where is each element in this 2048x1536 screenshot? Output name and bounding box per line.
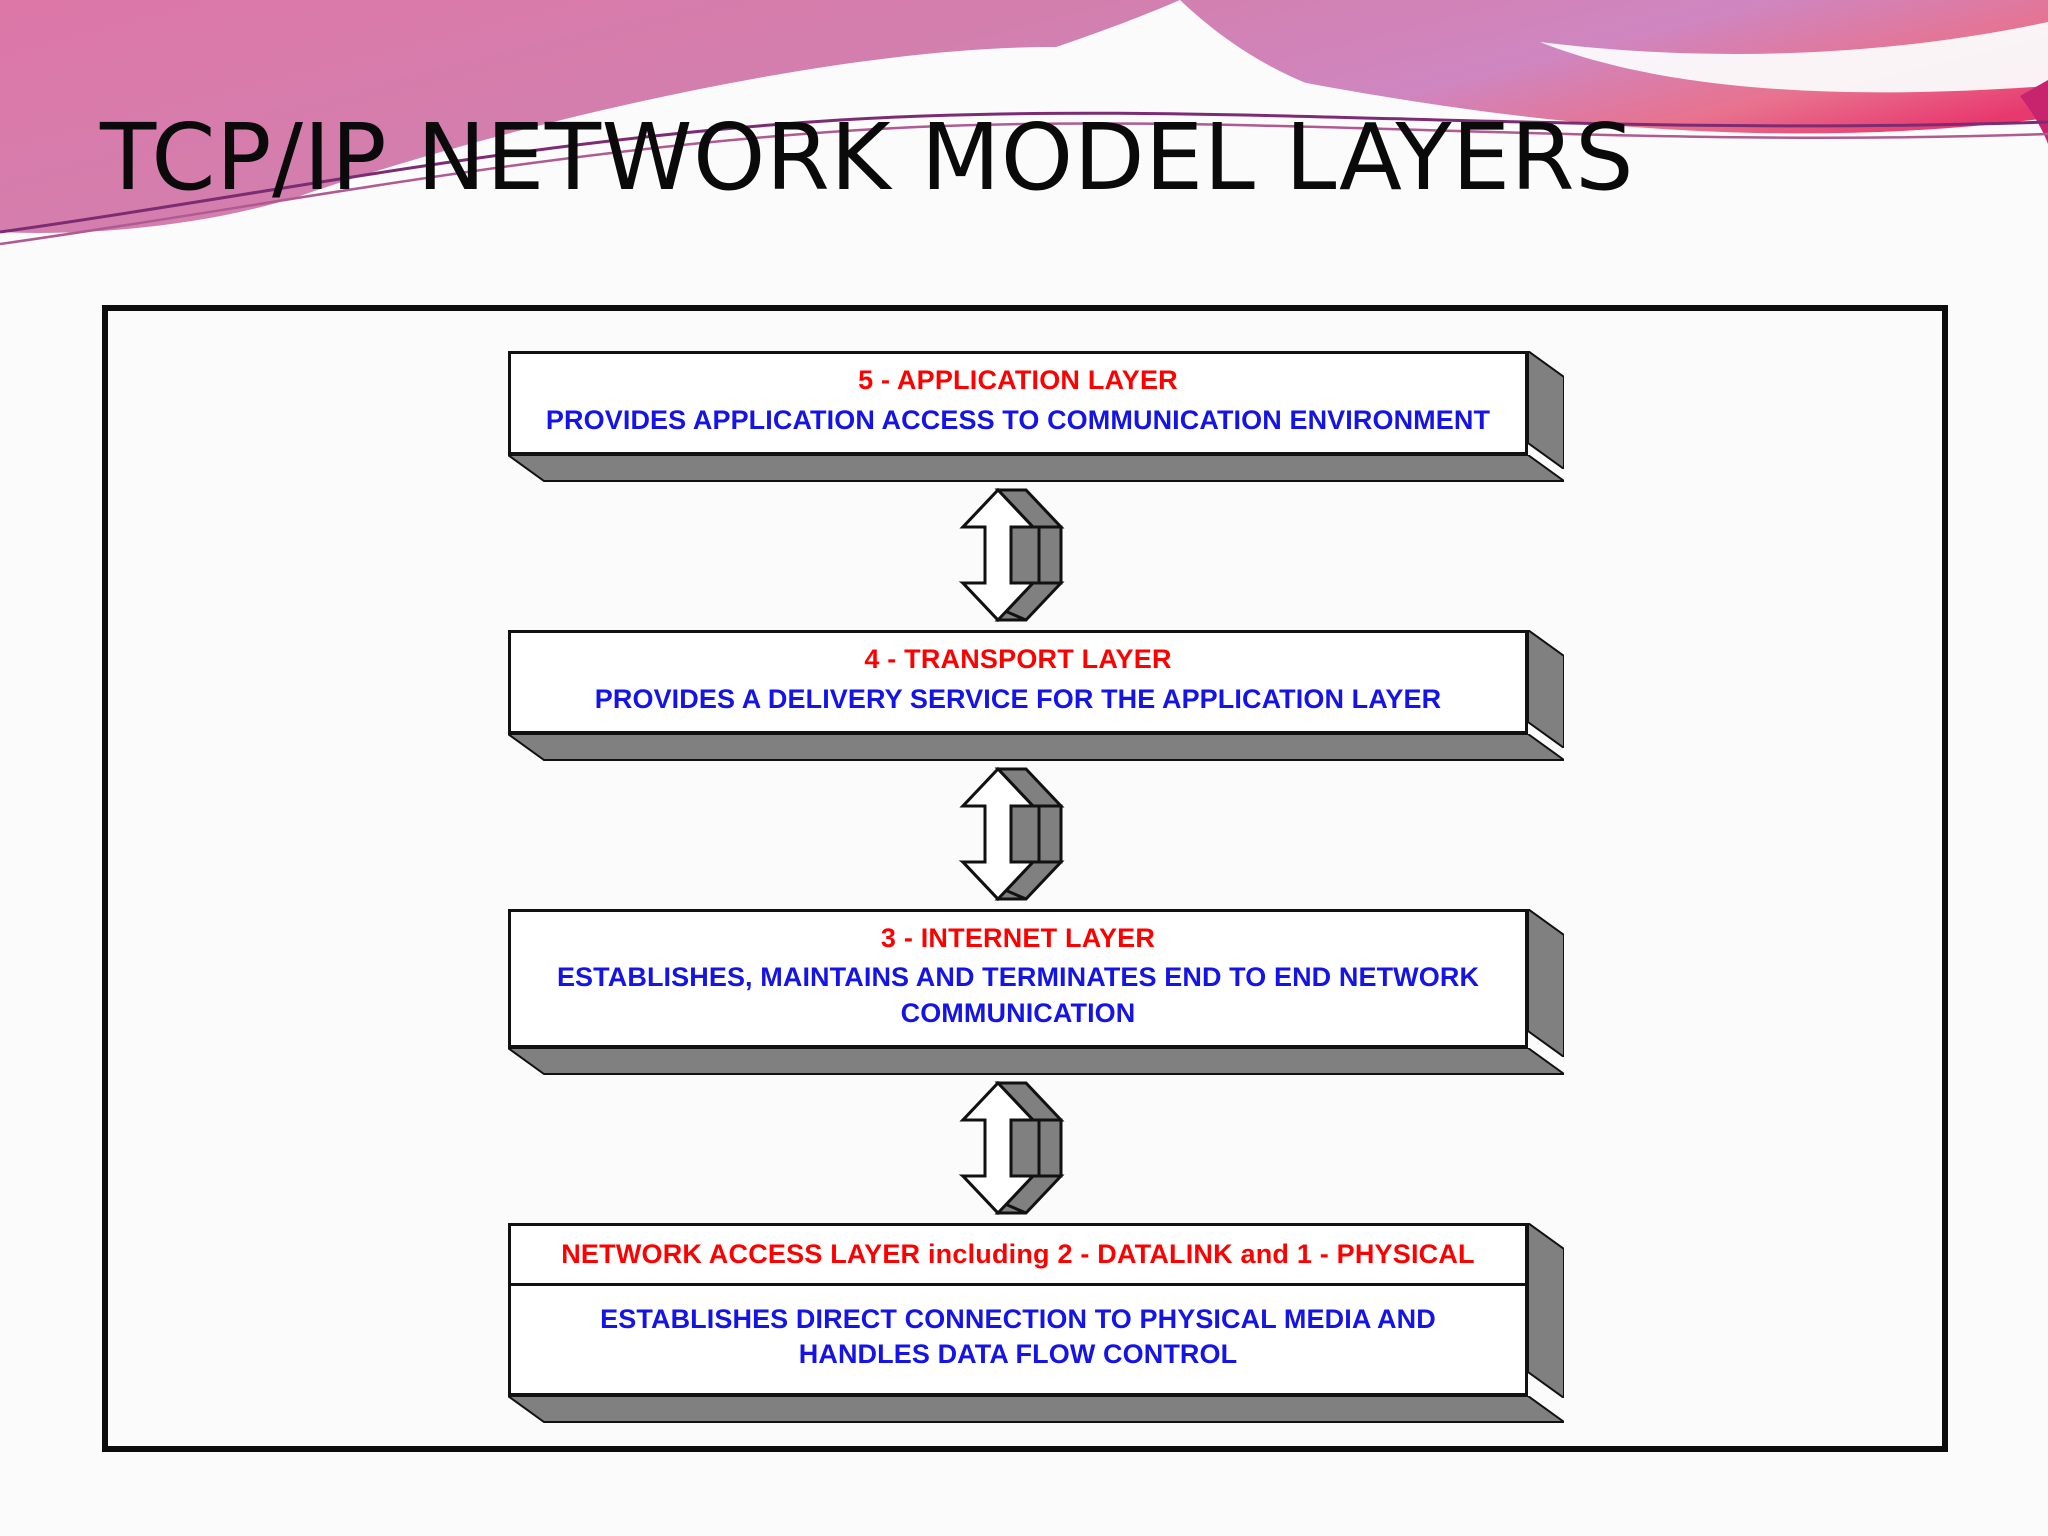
double-arrow-vertical-icon	[958, 1080, 1065, 1215]
layer-title-bar-network-access: NETWORK ACCESS LAYER including 2 - DATAL…	[511, 1226, 1525, 1287]
layer-face-transport: 4 - TRANSPORT LAYER PROVIDES A DELIVERY …	[508, 629, 1528, 734]
layer-block-network-access[interactable]: NETWORK ACCESS LAYER including 2 - DATAL…	[508, 1222, 1564, 1423]
layer-title-internet: 3 - INTERNET LAYER	[880, 922, 1156, 953]
layer-3d-side-face	[1528, 351, 1564, 469]
layer-3d-bottom-face	[508, 1047, 1564, 1084]
layer-face-network-access: NETWORK ACCESS LAYER including 2 - DATAL…	[508, 1222, 1528, 1396]
layer-description-application: PROVIDES APPLICATION ACCESS TO COMMUNICA…	[545, 404, 1491, 435]
double-arrow-vertical-icon	[958, 487, 1065, 623]
layer-3d-side-face	[1528, 629, 1564, 748]
layer-face-internet: 3 - INTERNET LAYER ESTABLISHES, MAINTAIN…	[508, 908, 1528, 1048]
layer-3d-bottom-face	[508, 1395, 1564, 1432]
double-arrow-vertical-icon	[958, 766, 1065, 901]
layer-face-application: 5 - APPLICATION LAYER PROVIDES APPLICATI…	[508, 351, 1528, 455]
connector-transport-internet	[508, 734, 1528, 909]
layer-block-application[interactable]: 5 - APPLICATION LAYER PROVIDES APPLICATI…	[508, 351, 1564, 482]
layer-3d-bottom-face	[508, 733, 1564, 770]
layer-block-transport[interactable]: 4 - TRANSPORT LAYER PROVIDES A DELIVERY …	[508, 629, 1564, 761]
layer-description-network-access: ESTABLISHES DIRECT CONNECTION TO PHYSICA…	[600, 1304, 1436, 1370]
layer-3d-side-face	[1528, 908, 1564, 1057]
layer-title-transport: 4 - TRANSPORT LAYER	[864, 643, 1172, 674]
tcpip-layer-stack: 5 - APPLICATION LAYER PROVIDES APPLICATI…	[508, 351, 1578, 1423]
layer-3d-side-face	[1528, 1222, 1564, 1398]
layer-block-internet[interactable]: 3 - INTERNET LAYER ESTABLISHES, MAINTAIN…	[508, 908, 1564, 1075]
page-title: TCP/IP NETWORK MODEL LAYERS	[100, 104, 1634, 211]
layer-description-internet: ESTABLISHES, MAINTAINS AND TERMINATES EN…	[556, 962, 1480, 1028]
layer-title-network-access: NETWORK ACCESS LAYER including 2 - DATAL…	[561, 1238, 1475, 1269]
layer-title-application: 5 - APPLICATION LAYER	[858, 365, 1178, 395]
layer-description-transport: PROVIDES A DELIVERY SERVICE FOR THE APPL…	[594, 683, 1442, 714]
layer-body-network-access: ESTABLISHES DIRECT CONNECTION TO PHYSICA…	[511, 1286, 1525, 1392]
diagram-frame: 5 - APPLICATION LAYER PROVIDES APPLICATI…	[102, 305, 1948, 1452]
layer-3d-bottom-face	[508, 454, 1564, 491]
connector-application-transport	[508, 455, 1528, 630]
connector-internet-network-access	[508, 1048, 1528, 1223]
